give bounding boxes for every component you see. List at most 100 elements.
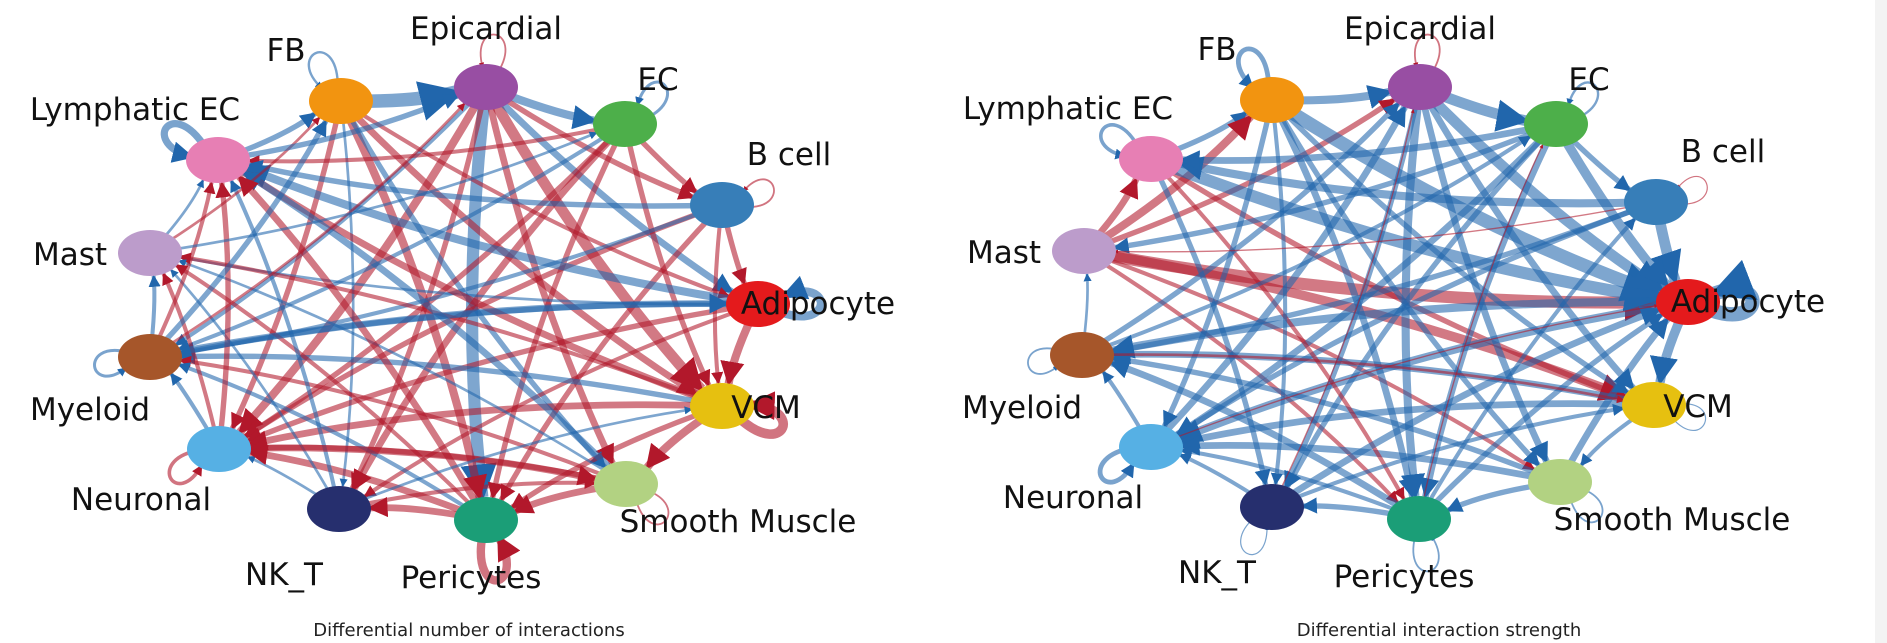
- self-loop-neuronal: [167, 449, 204, 486]
- edge-layer: [93, 33, 826, 585]
- edge-pericytes-to-lymphatic-ec: [236, 174, 489, 522]
- edge-b-cell-to-pericytes: [498, 203, 724, 502]
- node-label-myeloid: Myeloid: [30, 392, 150, 428]
- edge-myeloid-to-epicardial: [149, 102, 466, 359]
- edge-mast-to-pericytes: [1082, 249, 1400, 504]
- node-label-mast: Mast: [33, 237, 107, 273]
- edge-epicardial-to-neuronal: [236, 85, 490, 435]
- node-layer: [1050, 64, 1720, 542]
- self-loop-epicardial: [1412, 33, 1441, 74]
- node-epicardial: [454, 64, 518, 110]
- node-label-pericytes: Pericytes: [1334, 559, 1475, 595]
- edge-fb-to-nk-t: [1269, 99, 1288, 486]
- edge-neuronal-to-adipocyte: [1150, 304, 1659, 448]
- node-myeloid: [1050, 332, 1114, 378]
- node-lymphatic-ec: [1119, 136, 1183, 182]
- node-label-neuronal: Neuronal: [71, 482, 211, 518]
- edge-ec-to-pericytes: [487, 122, 628, 500]
- edge-nk-t-to-adipocyte: [1270, 306, 1662, 510]
- edge-ec-to-adipocyte: [1551, 121, 1671, 289]
- edge-pericytes-to-neuronal: [1179, 445, 1420, 521]
- node-mast: [1052, 228, 1116, 274]
- node-vcm: [1622, 382, 1686, 428]
- node-label-mast: Mast: [967, 235, 1041, 271]
- node-ec: [1524, 101, 1588, 147]
- node-label-fb: FB: [1197, 32, 1236, 68]
- self-loop-nk-t: [1240, 517, 1269, 556]
- edge-ec-to-lymphatic-ec: [247, 122, 626, 168]
- node-adipocyte: [726, 281, 790, 327]
- self-loop-ec: [635, 80, 669, 120]
- edge-lymphatic-ec-to-pericytes: [1149, 157, 1406, 501]
- scrollbar-strip[interactable]: [1875, 0, 1887, 643]
- edge-myeloid-to-adipocyte: [149, 293, 730, 361]
- self-loop-smooth-muscle: [635, 490, 670, 526]
- node-label-fb: FB: [266, 33, 305, 69]
- node-nk-t: [307, 486, 371, 532]
- edge-neuronal-to-epicardial: [1148, 105, 1408, 450]
- node-ec: [593, 101, 657, 147]
- edge-neuronal-to-mast: [161, 272, 221, 450]
- self-loop-b-cell: [1676, 175, 1708, 205]
- node-myeloid: [118, 334, 182, 380]
- node-b-cell: [1624, 179, 1688, 225]
- edge-b-cell-to-lymphatic-ec: [1178, 156, 1657, 208]
- node-neuronal: [187, 426, 251, 472]
- self-loop-ec: [1566, 81, 1600, 120]
- node-fb: [309, 78, 373, 124]
- edge-fb-to-neuronal: [229, 100, 344, 430]
- self-loop-lymphatic-ec: [160, 120, 207, 163]
- node-label-ec: EC: [637, 62, 678, 98]
- edge-lymphatic-ec-to-nk-t: [1148, 157, 1271, 487]
- edge-ec-to-pericytes: [1419, 122, 1560, 499]
- edge-lymphatic-ec-to-vcm: [1149, 156, 1627, 400]
- self-loop-pericytes: [1412, 535, 1440, 573]
- node-vcm: [690, 383, 754, 429]
- edge-epicardial-to-nk-t: [349, 86, 489, 490]
- edge-ec-to-mast: [1112, 121, 1558, 254]
- edge-epicardial-to-vcm: [481, 84, 706, 393]
- edge-lymphatic-ec-to-epicardial: [217, 93, 460, 163]
- node-label-vcm: VCM: [1663, 389, 1733, 425]
- edge-myeloid-to-epicardial: [1080, 101, 1401, 358]
- edge-vcm-to-neuronal: [1178, 400, 1655, 449]
- node-smooth-muscle: [1528, 459, 1592, 505]
- node-label-lymphatic-ec: Lymphatic EC: [963, 91, 1173, 127]
- edge-pericytes-to-neuronal: [247, 444, 488, 524]
- edge-vcm-to-myeloid: [178, 348, 723, 409]
- self-loop-epicardial: [478, 33, 507, 74]
- node-adipocyte: [1656, 279, 1720, 325]
- edge-fb-to-vcm: [1270, 98, 1630, 396]
- node-label-b-cell: B cell: [747, 137, 831, 173]
- node-label-nk-t: NK_T: [1178, 555, 1257, 591]
- node-label-pericytes: Pericytes: [401, 560, 542, 596]
- node-label-b-cell: B cell: [1681, 134, 1765, 170]
- edge-smooth-muscle-to-mast: [177, 259, 627, 486]
- edge-fb-to-vcm: [338, 98, 698, 397]
- node-neuronal: [1119, 424, 1183, 470]
- edge-neuronal-to-lymphatic-ec: [215, 181, 232, 450]
- edge-vcm-to-neuronal: [246, 401, 723, 451]
- node-nk-t: [1240, 484, 1304, 530]
- edge-pericytes-to-ec: [1418, 144, 1544, 520]
- node-label-neuronal: Neuronal: [1003, 480, 1143, 516]
- edge-vcm-to-pericytes: [510, 403, 723, 510]
- self-loop-adipocyte: [1708, 259, 1760, 322]
- node-label-lymphatic-ec: Lymphatic EC: [30, 92, 240, 128]
- edge-neuronal-to-smooth-muscle: [218, 444, 599, 486]
- edge-nk-t-to-smooth-muscle: [338, 476, 597, 511]
- node-pericytes: [454, 497, 518, 543]
- node-layer: [118, 64, 790, 543]
- edge-nk-t-to-epicardial: [1271, 109, 1415, 508]
- node-smooth-muscle: [594, 461, 658, 507]
- edge-mast-to-fb: [149, 116, 321, 255]
- self-loop-b-cell: [742, 178, 775, 208]
- edge-b-cell-to-myeloid: [1110, 199, 1657, 357]
- edge-pericytes-to-myeloid: [177, 362, 488, 522]
- edge-myeloid-to-fb: [148, 119, 329, 359]
- node-pericytes: [1387, 496, 1451, 542]
- edge-epicardial-to-adipocyte: [483, 84, 734, 295]
